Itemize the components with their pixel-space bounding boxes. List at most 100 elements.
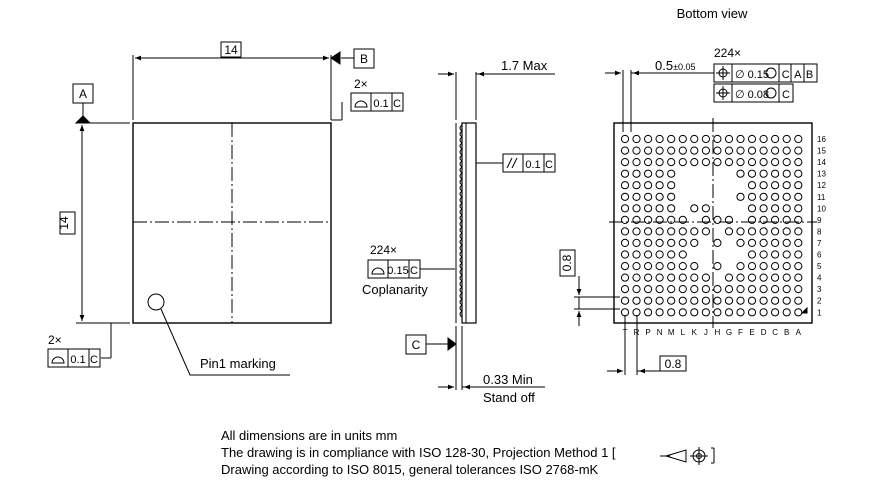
solder-ball [759, 181, 768, 190]
column-label: J [704, 328, 708, 337]
solder-ball [771, 250, 780, 259]
solder-ball [632, 285, 641, 294]
solder-ball [747, 158, 757, 167]
solder-ball [713, 134, 722, 144]
solder-ball [794, 158, 803, 167]
solder-ball [794, 296, 803, 305]
row-label: 4 [817, 274, 822, 283]
solder-ball [782, 308, 791, 317]
solder-ball [771, 308, 780, 317]
pin1-marker [147, 293, 165, 311]
solder-ball [771, 262, 780, 271]
solder-ball [736, 227, 745, 236]
solder-ball [632, 227, 641, 236]
row-label: 13 [817, 170, 826, 179]
solder-ball [794, 262, 803, 271]
side-view [367, 71, 556, 390]
solder-ball [690, 285, 699, 294]
solder-ball [794, 238, 803, 247]
parallel-tol-value: 0.1 [525, 159, 540, 171]
solder-ball [701, 146, 711, 155]
solder-ball [759, 250, 768, 259]
side-body [461, 122, 477, 324]
ball-diameter: 0.5±0.05 [655, 58, 696, 73]
solder-ball [759, 273, 768, 282]
solder-ball [655, 296, 664, 305]
solder-ball [713, 158, 722, 167]
note-units: All dimensions are in units mm [221, 428, 398, 443]
solder-ball [690, 227, 699, 236]
solder-ball [701, 215, 711, 224]
bl-count: 2× [48, 333, 62, 347]
solder-ball [713, 285, 722, 294]
solder-ball [736, 134, 745, 144]
solder-ball [747, 134, 757, 144]
solder-ball [690, 204, 699, 213]
solder-ball [771, 134, 780, 144]
column-label: L [681, 328, 686, 337]
solder-ball [794, 146, 803, 155]
solder-ball [632, 296, 641, 305]
solder-ball [620, 204, 630, 213]
solder-ball [747, 146, 757, 155]
solder-ball [759, 296, 768, 305]
side-view-text: 1.7 Max 0.1 C 224× 0.15 C Coplanarity C … [362, 58, 553, 405]
solder-ball [771, 296, 780, 305]
solder-ball [678, 146, 687, 155]
solder-ball [736, 262, 745, 271]
solder-ball [678, 262, 687, 271]
solder-ball [782, 296, 791, 305]
solder-ball [620, 134, 630, 144]
solder-ball [747, 285, 757, 294]
row-label: 5 [817, 262, 822, 271]
solder-ball [667, 238, 676, 247]
pitch-v-value: 0.8 [560, 254, 574, 271]
solder-ball [632, 204, 641, 213]
column-label: F [738, 328, 743, 337]
column-label: E [749, 328, 754, 337]
solder-ball [724, 215, 734, 224]
standoff-value: 0.33 Min [483, 372, 533, 387]
solder-ball [771, 181, 780, 190]
solder-ball [620, 262, 630, 271]
solder-ball [620, 308, 630, 317]
solder-ball [794, 227, 803, 236]
solder-ball [678, 296, 687, 305]
solder-ball [782, 215, 791, 224]
solder-ball [771, 285, 780, 294]
solder-ball [782, 273, 791, 282]
coplanarity-count: 224× [370, 243, 397, 257]
solder-ball [667, 181, 676, 190]
pitch-h-value: 0.8 [665, 357, 682, 371]
row-label: 1 [817, 308, 822, 317]
solder-ball [632, 262, 641, 271]
solder-ball [678, 273, 687, 282]
bl-tol-ref: C [90, 354, 98, 366]
coplanarity-tol-ref: C [410, 265, 418, 277]
solder-ball [620, 296, 630, 305]
solder-ball [620, 227, 630, 236]
solder-ball [644, 250, 653, 259]
solder-ball [747, 192, 757, 201]
solder-ball [620, 158, 630, 167]
solder-ball [736, 146, 745, 155]
solder-ball [644, 308, 653, 317]
ball-profile-row [459, 124, 463, 318]
height-value: 14 [57, 216, 71, 230]
solder-ball [620, 192, 630, 201]
solder-ball [632, 181, 641, 190]
solder-ball [667, 262, 676, 271]
column-label: T [623, 328, 628, 337]
solder-ball [655, 146, 664, 155]
solder-ball [644, 192, 653, 201]
solder-ball [632, 158, 641, 167]
solder-ball [632, 273, 641, 282]
solder-ball [782, 192, 791, 201]
parallel-tol-ref: C [545, 159, 553, 171]
solder-ball [794, 192, 803, 201]
solder-ball [655, 158, 664, 167]
row-label: 16 [817, 135, 826, 144]
solder-ball [667, 204, 676, 213]
